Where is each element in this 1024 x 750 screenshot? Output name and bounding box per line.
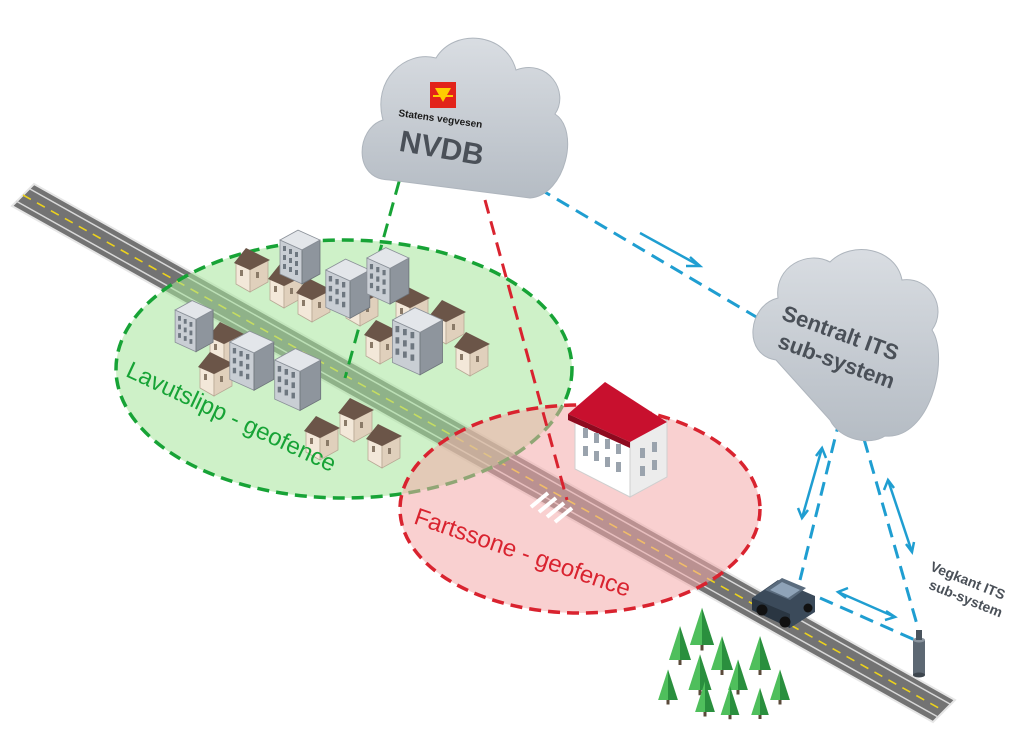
central-its-cloud-icon: Sentralt ITS sub-system (752, 249, 940, 442)
house-icon (338, 398, 374, 443)
building-block-icon (366, 247, 410, 305)
double-arrow-icon (835, 586, 898, 622)
house-icon (198, 352, 234, 397)
tree-icon (669, 626, 691, 665)
tree-icon (688, 654, 712, 696)
statens-vegvesen-logo (430, 82, 456, 108)
tree-icon (689, 607, 715, 651)
building-block-icon (324, 258, 371, 319)
nvdb-to-speed-link (483, 199, 569, 501)
building-block-icon (228, 330, 275, 391)
tree-icon (695, 681, 715, 717)
building-block-icon (273, 348, 322, 412)
tree-icon (658, 669, 678, 705)
double-arrow-icon (796, 445, 828, 521)
central-to-roadside-link (856, 417, 920, 629)
roadside-unit-icon (913, 630, 925, 678)
school-icon (568, 382, 668, 498)
nvdb-to-central-link (534, 184, 759, 320)
forest (658, 607, 790, 720)
building-block-icon (391, 307, 444, 376)
house-icon (304, 416, 340, 461)
tree-icon (770, 669, 790, 705)
tree-icon (720, 686, 740, 720)
central-to-car-link (796, 417, 842, 581)
double-arrow-icon (882, 477, 916, 555)
house-icon (234, 248, 270, 293)
double-arrow-icon (639, 231, 704, 268)
nvdb-cloud-icon: Statens vegvesen NVDB (361, 37, 569, 199)
crosswalk (529, 491, 574, 524)
house-icon (454, 332, 490, 377)
building-block-icon (174, 300, 214, 353)
building-block-icon (279, 229, 321, 285)
village-buildings (174, 229, 490, 469)
house-icon (366, 424, 402, 469)
car-to-roadside-link (819, 586, 916, 642)
tree-icon (711, 636, 733, 675)
speed-geofence-zone (398, 403, 762, 615)
tree-icon (749, 636, 771, 675)
car-icon (752, 578, 815, 628)
tree-icon (751, 687, 769, 719)
tree-icon (728, 659, 748, 695)
